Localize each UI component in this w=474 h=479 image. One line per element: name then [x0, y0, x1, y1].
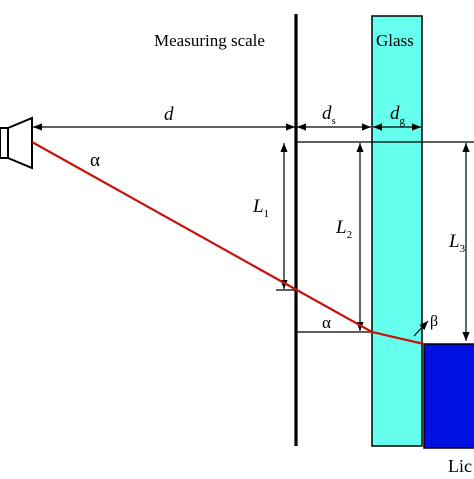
ds-main-label: d [322, 103, 332, 124]
L2-subscript: 2 [347, 229, 353, 241]
liquid-label: Lic [448, 456, 472, 474]
L1-label: L1 [252, 196, 269, 220]
L1-main-label: L [252, 196, 264, 217]
beta-label: β [430, 313, 438, 330]
L1-subscript: 1 [264, 208, 270, 220]
L2-label: L2 [335, 217, 352, 241]
dg-subscript: g [400, 115, 406, 127]
L2-main-label: L [335, 217, 347, 238]
glass-label: Glass [376, 31, 414, 50]
L3-main-label: L [448, 231, 460, 252]
dg-main-label: d [390, 103, 400, 124]
d-label: d [164, 104, 174, 125]
ds-subscript: s [332, 115, 336, 127]
alpha-label-bottom: α [322, 313, 331, 332]
light-source-icon [0, 116, 33, 170]
ds-label: ds [322, 103, 336, 127]
L3-subscript: 3 [460, 243, 466, 255]
alpha-label-top: α [90, 150, 100, 171]
L3-label: L3 [448, 231, 466, 255]
beta-pointer-arrow [413, 320, 429, 337]
dg-label: dg [390, 103, 406, 127]
measuring-scale-label: Measuring scale [154, 31, 265, 50]
light-ray [31, 141, 425, 346]
glass-slab [371, 15, 423, 447]
liquid-region [423, 343, 474, 449]
